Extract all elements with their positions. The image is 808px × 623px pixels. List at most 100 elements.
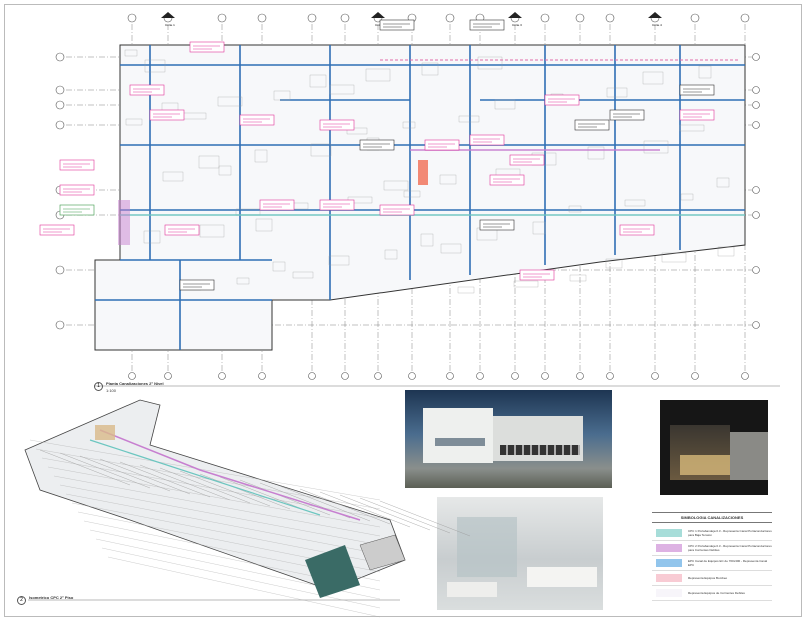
plan-view-number: 1 [97,383,100,389]
section-tag: Corte 1 [165,23,175,27]
annotation-tag [259,199,295,211]
annotation-tag [149,109,185,121]
room-furniture [532,221,546,235]
legend-label: Representa Equipos de Corrientes Debiles [688,591,745,595]
grid-bubble [540,13,550,23]
room-furniture [217,96,243,107]
room-furniture [717,246,735,257]
grid-bubble [690,13,700,23]
annotation-tag [574,119,610,131]
grid-bubble [476,372,484,380]
room-furniture [346,127,368,135]
room-furniture [606,87,628,98]
legend-label: CPC 2 Portabandeja 0.3 - Representa Cana… [688,544,772,552]
legend-swatch [656,559,682,567]
plan-view-scale: 1:100 [106,388,117,393]
section-marker [371,12,385,18]
legend-item: CPC 2 Portabandeja 0.3 - Representa Cana… [652,541,772,556]
isometric-partition [79,455,171,492]
annotation-tag [609,109,645,121]
grid-bubble [257,13,267,23]
grid-bubble [127,13,137,23]
legend-swatch [656,589,682,597]
legend: SIMBOLOGIA CANALIZACIONES CPC 1 Portaban… [652,512,772,602]
room-furniture [273,90,291,101]
isometric-partition [59,484,381,546]
isometric-partition [159,467,251,504]
grid-bubble [605,13,615,23]
grid-bubble [308,372,316,380]
annotation-tag [129,84,165,96]
grid-bubble [218,372,226,380]
room-furniture [272,261,286,272]
isometric-partition [199,473,291,510]
room-furniture [568,205,582,213]
grid-bubble [511,372,519,380]
room-furniture [254,149,268,163]
grid-bubble [258,372,266,380]
room-furniture [124,49,138,57]
room-furniture [384,249,398,260]
annotation-tag [39,224,75,236]
grid-bubble [128,372,136,380]
legend-item: Representa Equipos de Corrientes Debiles [652,586,772,601]
plan-view-title: Planta Canalizaciones 2° Nivel [106,381,164,386]
room-furniture [440,243,462,254]
isometric-partition [101,547,381,609]
section-marker [648,12,662,18]
annotation-tag [379,204,415,216]
room-furniture [292,271,314,279]
room-furniture [125,118,143,126]
exterior-night-render [660,400,768,495]
room-furniture [255,218,273,232]
legend-swatch [656,529,682,537]
annotation-tag [509,154,545,166]
room-furniture [457,286,475,294]
grid-bubble [576,372,584,380]
isometric-cable-tray [89,439,321,516]
room-furniture [143,230,161,244]
isometric-equipment [95,425,115,440]
room-furniture [642,71,664,85]
room-furniture [198,155,220,169]
isometric-partition [219,476,311,513]
grid-bubble [340,13,350,23]
room-furniture [439,174,457,185]
grid-bubble [740,13,750,23]
isometric-partition [47,466,381,528]
grid-bubble [741,372,749,380]
room-furniture [420,233,434,247]
isometric-partition [339,494,431,531]
grid-bubble [408,372,416,380]
grid-bubble [55,120,65,130]
annotation-tag [59,204,95,216]
room-furniture [680,193,694,201]
room-furniture [365,68,391,82]
annotation-tag [469,134,505,146]
annotation-tag [519,269,555,281]
isometric-partition [319,491,411,528]
grid-bubble [752,186,760,194]
grid-bubble [374,372,382,380]
grid-bubble [752,53,760,61]
grid-bubble [575,13,585,23]
annotation-tag [319,199,355,211]
room-furniture [624,199,646,207]
annotation-tag [489,174,525,186]
annotation-tag [359,139,395,151]
room-furniture [236,277,250,285]
annotation-tag [424,139,460,151]
iso-view-number-bubble: 2 [17,596,26,605]
room-furniture [199,224,225,238]
room-furniture [513,280,539,288]
legend-item: CPC 1 Portabandeja 0.3 - Representa Cana… [652,526,772,541]
isometric-partition [379,500,471,537]
grid-bubble [606,372,614,380]
legend-label: Representa Equipos Bombeo [688,576,728,580]
room-furniture [458,115,480,123]
drawing-sheet [4,4,802,617]
grid-bubble [752,211,760,219]
annotation-tag [189,41,225,53]
